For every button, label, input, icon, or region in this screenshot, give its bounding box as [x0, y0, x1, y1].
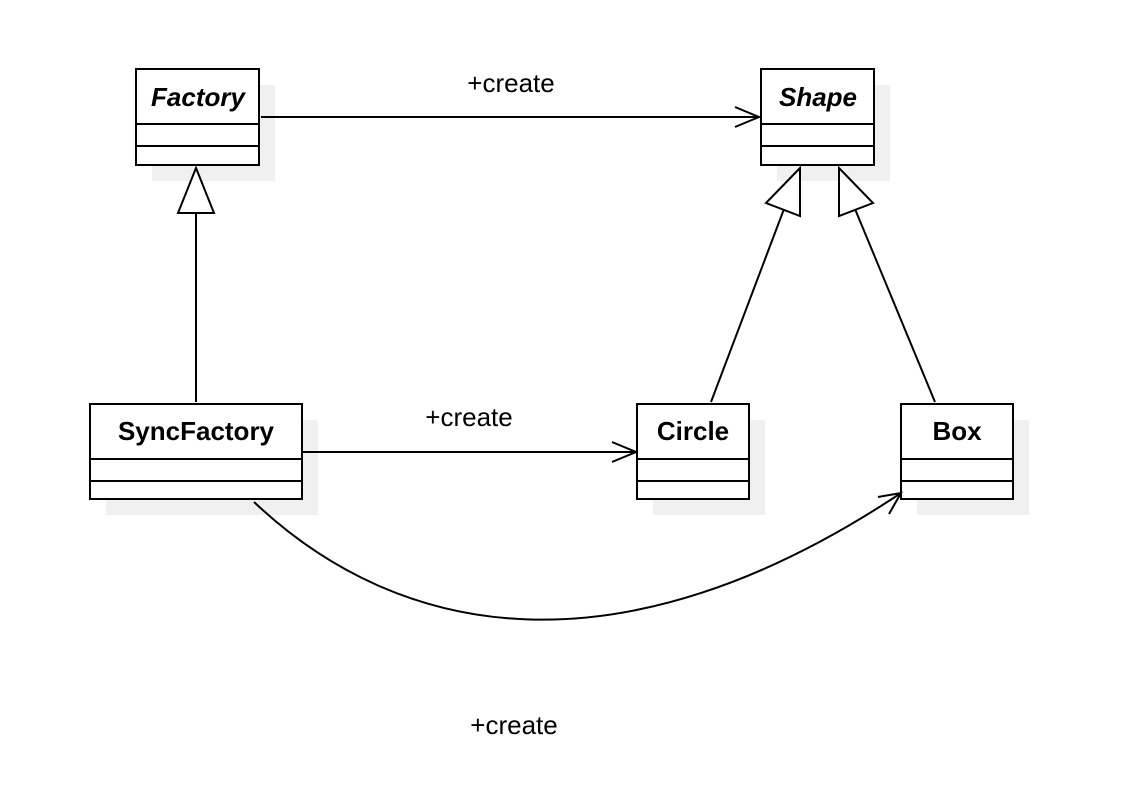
class-box [89, 403, 303, 500]
class-box [636, 403, 750, 500]
generalization-circle[interactable] [710, 165, 801, 403]
hollow-triangle-arrowhead [838, 165, 875, 218]
inheritance-line [710, 208, 785, 403]
open-arrowhead [611, 441, 639, 463]
class-box[interactable]: Box [900, 403, 1029, 515]
open-arrowhead [877, 491, 903, 515]
association-curve [253, 492, 902, 621]
generalization-box[interactable] [838, 165, 936, 403]
class-circle[interactable]: Circle [636, 403, 765, 515]
association-label: +create [470, 710, 557, 740]
open-arrowhead [734, 106, 762, 128]
hollow-triangle-arrowhead [764, 165, 801, 218]
association-label: +create [425, 402, 512, 432]
association-sync-box[interactable]: +create [253, 491, 903, 740]
class-name-sync-factory: SyncFactory [118, 416, 275, 446]
class-box-rect [900, 403, 1014, 500]
class-factory[interactable]: Factory [135, 68, 275, 181]
class-box [760, 68, 875, 166]
class-name-box: Box [932, 416, 982, 446]
class-name-factory: Factory [151, 82, 246, 112]
hollow-triangle-arrowhead [176, 165, 216, 214]
class-shape[interactable]: Shape [760, 68, 890, 181]
association-label: +create [467, 68, 554, 98]
class-box [135, 68, 260, 166]
association-factory-shape[interactable]: +create [261, 68, 762, 128]
class-sync-factory[interactable]: SyncFactory [89, 403, 318, 515]
class-name-circle: Circle [657, 416, 729, 446]
class-name-shape: Shape [779, 82, 857, 112]
generalization-sync-factory[interactable] [176, 165, 216, 402]
inheritance-line [854, 208, 936, 403]
association-sync-circle[interactable]: +create [303, 402, 639, 463]
